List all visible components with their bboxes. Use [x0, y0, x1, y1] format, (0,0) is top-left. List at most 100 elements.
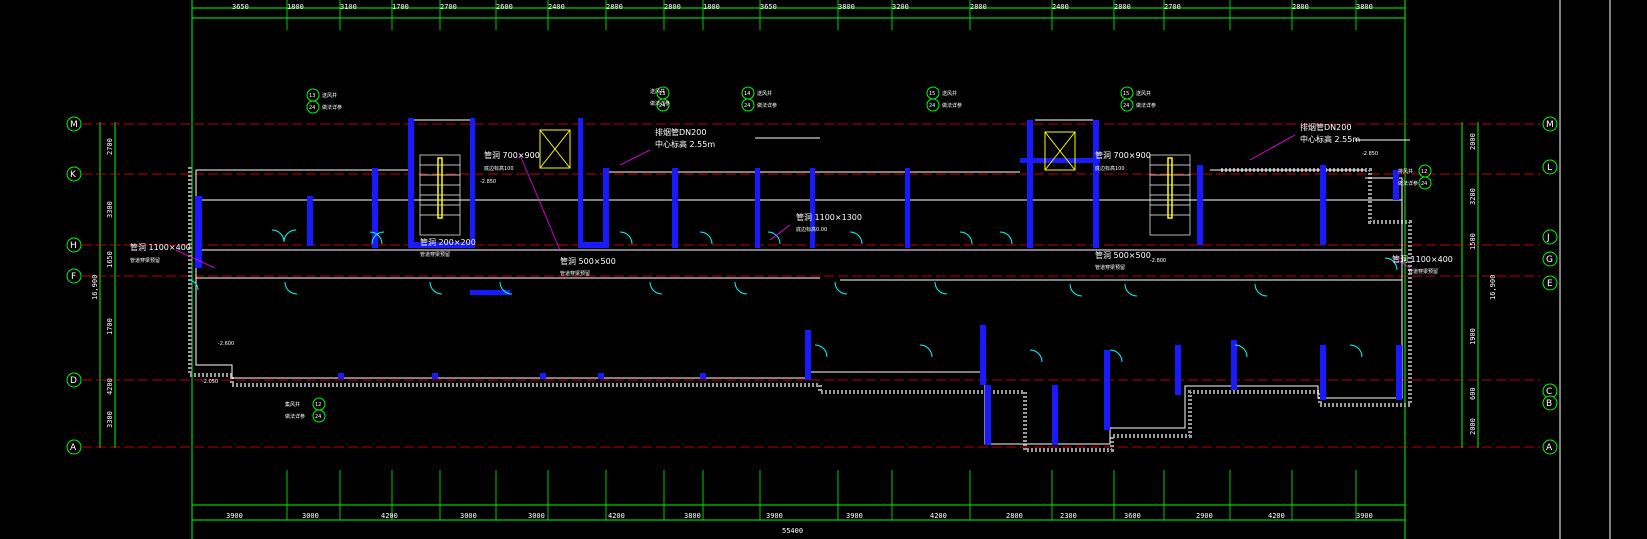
callout-1: 13 24 送风井 做法详参	[306, 88, 342, 114]
callout-5-label: 送风井	[1136, 90, 1151, 97]
top-dim-10: 1800	[703, 3, 720, 11]
right-axis-C: C	[1546, 387, 1552, 397]
callout-7-sub: 做法详参	[285, 413, 305, 420]
annot-vent-right: 排烟管DN200	[1300, 122, 1351, 132]
stair-right-handrail	[1167, 157, 1173, 219]
leader-lines	[175, 134, 1411, 269]
right-dim-6: 2000	[1469, 418, 1477, 435]
bottom-dim-4: 3000	[460, 512, 477, 520]
bottom-dim-16: 3900	[1356, 512, 1373, 520]
elev-a: -2.850	[480, 179, 496, 185]
annot-pipe-left-sub: 管道穿梁预留	[130, 257, 160, 264]
annot-pipe-500b-sub: 管道穿梁预留	[1095, 264, 1125, 271]
right-axis-B: B	[1546, 399, 1552, 409]
callout-7-bottom: 24	[315, 414, 321, 420]
annot-pipe-1100-sub: 底边标高0.00	[796, 226, 827, 233]
right-axis-M: M	[1546, 120, 1554, 130]
elevator-left	[539, 129, 571, 169]
annot-pipe-right-sub: 管道穿梁预留	[1408, 268, 1438, 275]
callout-2-sub: 做法详参	[650, 100, 670, 107]
callout-2-label: 送风井	[650, 88, 665, 95]
top-dim-16: 2800	[1114, 3, 1131, 11]
callout-3-bottom: 24	[744, 103, 750, 109]
right-dim-2: 3200	[1469, 188, 1477, 205]
top-dim-4: 1700	[392, 3, 409, 11]
elevator-right	[1044, 131, 1076, 171]
bottom-dim-10: 4200	[930, 512, 947, 520]
elev-d: -2.050	[202, 379, 218, 385]
callout-6-sub: 做法详参	[1398, 180, 1418, 187]
left-dimension-column: 2700 3300 1650 1700 4200 3300 16,900	[91, 138, 114, 428]
left-axis-M: M	[70, 120, 78, 130]
callout-5: 15 24 送风井 做法详参	[1120, 86, 1156, 112]
right-axis-L: L	[1547, 163, 1552, 173]
elev-e: -2.850	[1362, 151, 1378, 157]
left-dim-1: 2700	[106, 138, 114, 155]
top-dim-11: 3650	[760, 3, 777, 11]
stair-left-handrail	[437, 157, 443, 219]
left-axis-F: F	[71, 272, 76, 282]
bottom-dim-14: 2900	[1196, 512, 1213, 520]
top-dim-2: 1800	[287, 3, 304, 11]
right-dimension-column: 2000 3200 1500 1900 600 2000 16,900	[1469, 133, 1497, 435]
callout-1-sub: 做法详参	[322, 104, 342, 111]
bottom-dim-11: 2800	[1006, 512, 1023, 520]
sheet-frame	[1559, 0, 1611, 539]
top-dimension-row: 3650 1800 3100 1700 2700 2600 2400 2800 …	[232, 3, 1373, 11]
annot-vent-left: 排烟管DN200	[655, 127, 706, 137]
wall-lines	[195, 119, 1410, 445]
top-dim-19: 3800	[1356, 3, 1373, 11]
left-dim-5: 4200	[106, 378, 114, 395]
left-axis-D: D	[70, 376, 77, 386]
callout-7-top: 12	[315, 402, 321, 408]
callout-3-sub: 做法详参	[757, 102, 777, 109]
right-dim-4: 1900	[1469, 328, 1477, 345]
elev-c: -2.600	[218, 341, 234, 347]
top-dim-17: 2700	[1164, 3, 1181, 11]
bottom-dim-1: 3900	[226, 512, 243, 520]
right-total-dim: 16,900	[1489, 275, 1497, 300]
annot-pipe-700a: 管洞 700×900	[484, 150, 540, 160]
callout-3: 14 24 送风井 做法详参	[741, 86, 777, 112]
callout-6-top: 12	[1421, 169, 1427, 175]
annot-vent-left-sub: 中心标高 2.55m	[655, 139, 715, 149]
annot-pipe-1100: 管洞 1100×1300	[796, 212, 862, 222]
stair-left	[419, 154, 461, 236]
annot-pipe-left: 管洞 1100×400	[130, 242, 191, 252]
annot-pipe-700a-sub: 底边标高100	[484, 165, 514, 172]
stair-right	[1149, 154, 1191, 236]
right-dim-5: 600	[1469, 387, 1477, 400]
dimension-frame	[99, 0, 1479, 539]
bottom-dim-15: 4200	[1268, 512, 1285, 520]
annot-pipe-700b-sub: 底边标高100	[1095, 165, 1125, 172]
top-dim-8: 2800	[606, 3, 623, 11]
annot-vent-right-sub: 中心标高 2.55m	[1300, 134, 1360, 144]
callout-5-bottom: 24	[1123, 103, 1129, 109]
left-dim-3: 1650	[106, 251, 114, 268]
left-dim-2: 3300	[106, 201, 114, 218]
annot-pipe-200-sub: 管道穿梁预留	[420, 251, 450, 258]
bottom-dim-12: 2300	[1060, 512, 1077, 520]
annot-pipe-700b: 管洞 700×900	[1095, 150, 1151, 160]
bottom-dim-2: 3000	[302, 512, 319, 520]
structural-walls	[195, 118, 1402, 445]
callout-4-sub: 做法详参	[942, 102, 962, 109]
top-dim-9: 2800	[664, 3, 681, 11]
bottom-dim-9: 3900	[846, 512, 863, 520]
elev-b: -2.800	[1150, 258, 1166, 264]
callout-6-bottom: 24	[1421, 181, 1427, 187]
top-dim-3: 3100	[340, 3, 357, 11]
callout-3-top: 14	[744, 91, 750, 97]
bottom-dim-8: 3900	[766, 512, 783, 520]
building-outline	[188, 167, 1412, 452]
callout-7-label: 集风井	[285, 401, 300, 408]
door-swings	[187, 229, 1398, 363]
left-axis-H: H	[70, 241, 77, 251]
top-dim-15: 2400	[1052, 3, 1069, 11]
bottom-dim-6: 4200	[608, 512, 625, 520]
left-axis-A: A	[70, 443, 77, 453]
bottom-dim-13: 3600	[1124, 512, 1141, 520]
callout-1-bottom: 24	[309, 105, 315, 111]
